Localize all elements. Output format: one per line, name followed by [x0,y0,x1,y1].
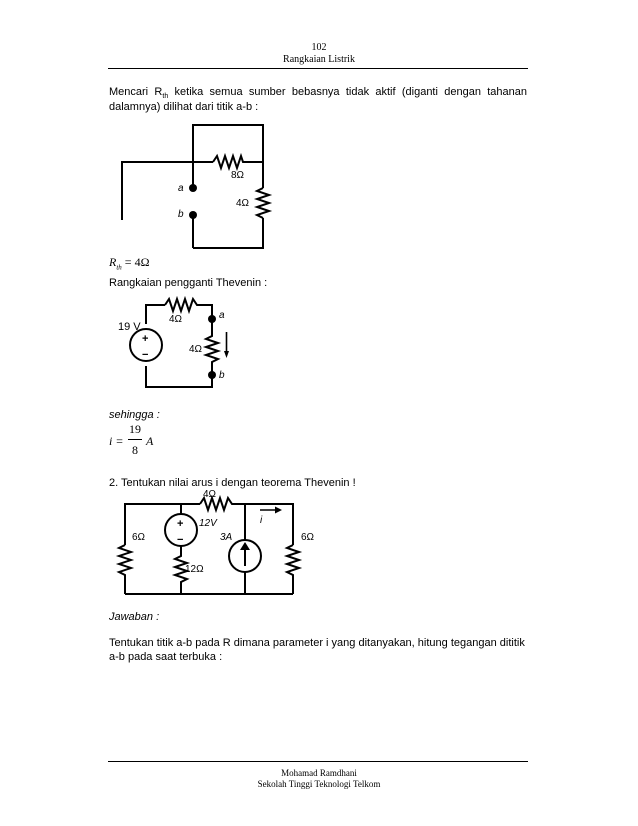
plus-sign: + [142,333,148,345]
label-6ohm-left: 6Ω [132,532,146,543]
label-4ohm-top: 4Ω [203,490,217,500]
plus-sign: + [177,518,183,530]
thevenin-caption: Rangkaian pengganti Thevenin : [109,277,268,289]
label-a: a [178,183,184,194]
label-12v: 12V [199,518,218,529]
para2-line2: a-b pada saat terbuka : [109,651,223,663]
question-2: 2. Tentukan nilai arus i dengan teorema … [109,477,356,489]
circuit-figure-rth: 8Ω 4Ω a b [121,124,273,249]
rth-equation: Rth = 4Ω [109,255,150,272]
page-number: 102 [311,42,327,53]
sehingga-label: sehingga : [109,409,160,421]
para1-line2: dalamnya) dilihat dari titik a-b : [109,101,259,113]
label-4ohm-right: 4Ω [189,344,203,355]
label-4ohm: 4Ω [236,198,250,209]
footer-institution: Sekolah Tinggi Teknologi Telkom [257,779,381,789]
current-lhs: i = [109,434,124,448]
minus-sign: − [142,349,148,361]
label-12ohm: 12Ω [185,564,204,575]
footer-rule [108,761,528,762]
circuit-figure-question: 4Ω 6Ω + − 12V 12Ω 3A i 6Ω [115,490,315,595]
header-title: Rangkaian Listrik [283,54,355,65]
fraction-bar [128,439,142,440]
label-4ohm-top: 4Ω [169,314,183,325]
header-rule [108,68,528,69]
label-19v: 19 V [118,321,141,333]
jawaban-label: Jawaban : [109,611,160,623]
label-b: b [219,370,225,381]
para2-line1: Tentukan titik a-b pada R dimana paramet… [109,637,525,649]
fraction-denominator: 8 [132,443,138,457]
label-i: i [260,515,263,526]
label-a: a [219,310,225,321]
label-3a: 3A [220,532,233,543]
para1-line1: Mencari Rth ketika semua sumber bebasnya… [109,86,527,101]
label-b: b [178,209,184,220]
label-6ohm-right: 6Ω [301,532,315,543]
label-8ohm: 8Ω [231,170,245,181]
current-unit: A [146,434,154,448]
minus-sign: − [177,534,183,546]
footer-author: Mohamad Ramdhani [281,768,357,778]
fraction-numerator: 19 [129,422,141,436]
circuit-figure-thevenin: 19 V + − 4Ω 4Ω a b [118,296,229,388]
